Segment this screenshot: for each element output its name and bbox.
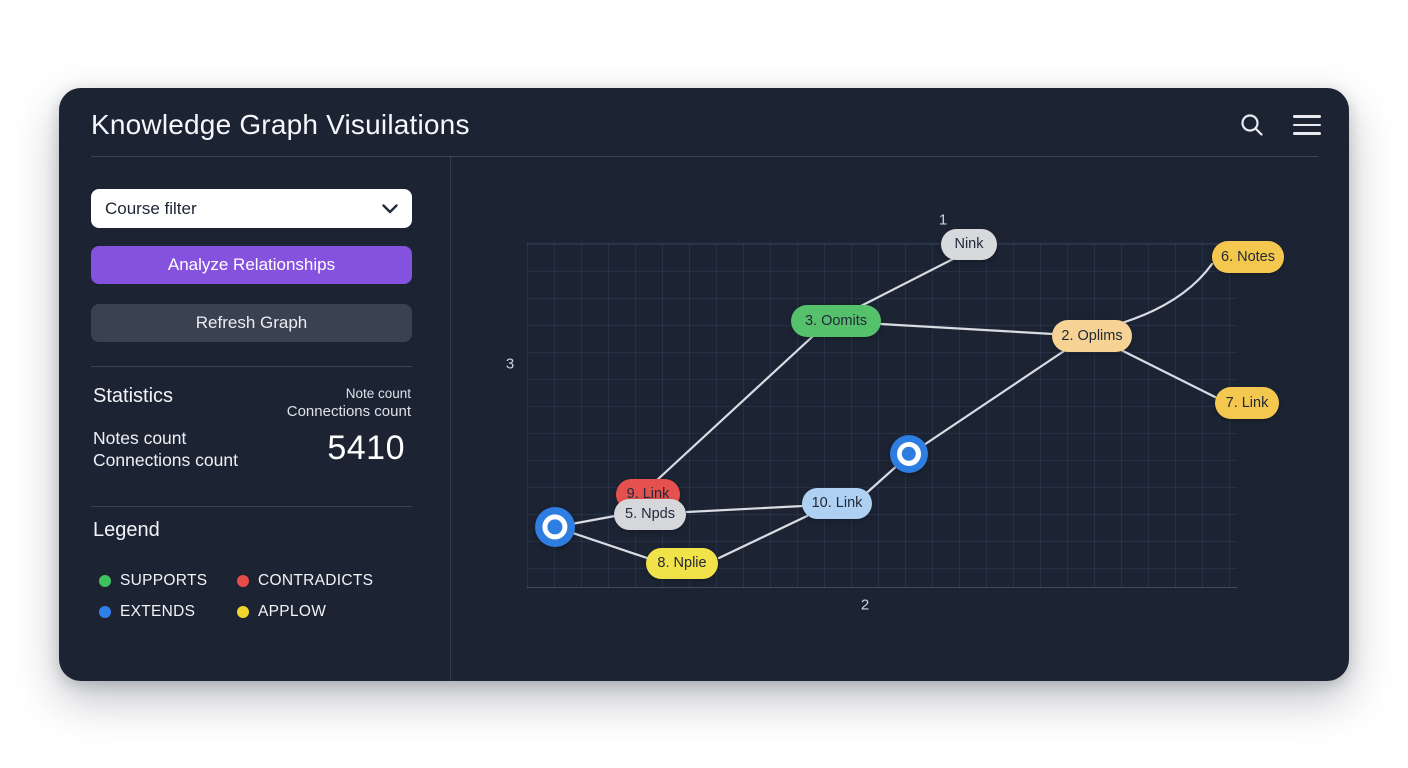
stat-small-label-1: Note count	[345, 386, 411, 401]
legend-item-label: EXTENDS	[120, 603, 196, 620]
legend-item: SUPPORTS	[99, 572, 237, 590]
graph-edge	[1120, 262, 1214, 325]
graph-node-nink[interactable]: Nink	[941, 228, 997, 260]
stat-label-notes: Notes count	[93, 428, 187, 448]
graph-node-link7[interactable]: 7. Link	[1215, 387, 1279, 419]
legend-item-label: APPLOW	[258, 603, 327, 620]
course-filter-value: Course filter	[105, 198, 197, 218]
graph-edge	[907, 349, 1066, 457]
legend-item-label: SUPPORTS	[120, 572, 208, 589]
graph-node-oplims[interactable]: 2. Oplims	[1052, 320, 1132, 352]
statistics-heading: Statistics	[93, 385, 174, 407]
legend-item: APPLOW	[237, 603, 399, 621]
graph-node-nplie[interactable]: 8. Nplie	[646, 547, 718, 579]
legend-item: CONTRADICTS	[237, 572, 399, 590]
sidebar-divider	[450, 156, 451, 681]
search-icon[interactable]	[1239, 112, 1265, 143]
legend-heading: Legend	[93, 519, 160, 541]
graph-node-oomits[interactable]: 3. Oomits	[791, 305, 881, 337]
legend-item-label: CONTRADICTS	[258, 572, 374, 589]
stat-value: 5410	[327, 429, 405, 467]
graph-edge	[1119, 348, 1217, 399]
graph-edge	[879, 322, 1055, 336]
graph-edge	[717, 514, 809, 560]
statistics-divider	[91, 366, 412, 367]
page-title: Knowledge Graph Visuilations	[91, 109, 470, 140]
legend-dot-icon	[237, 606, 249, 618]
stat-small-label-2: Connections count	[286, 403, 411, 420]
legend-dot-icon	[99, 575, 111, 587]
graph-grid	[527, 243, 1237, 588]
graph-edge	[685, 504, 805, 514]
chevron-down-icon	[382, 203, 398, 213]
legend-items: SUPPORTS CONTRADICTS EXTENDS APPLOW	[99, 572, 399, 621]
header-divider	[91, 156, 1318, 157]
legend-dot-icon	[99, 606, 111, 618]
statistics-values: Note count Connections count 5410	[93, 385, 411, 468]
analyze-relationships-button[interactable]: Analyze Relationships	[91, 246, 412, 284]
legend-divider	[91, 506, 412, 507]
graph-edge	[857, 256, 957, 309]
graph-node-npds[interactable]: 5. Npds	[614, 498, 686, 530]
legend-item: EXTENDS	[99, 603, 237, 621]
graph-edges	[553, 256, 1217, 560]
graph-edge	[654, 335, 814, 483]
statistics-labels: Notes count Connections count	[93, 427, 238, 471]
refresh-graph-button[interactable]: Refresh Graph	[91, 304, 412, 342]
stat-label-connections: Connections count	[93, 450, 238, 470]
legend-dot-icon	[237, 575, 249, 587]
graph-node-donut-a[interactable]	[535, 507, 575, 547]
graph-node-notes[interactable]: 6. Notes	[1212, 241, 1284, 273]
graph-node-donut-b[interactable]	[890, 435, 928, 473]
graph-node-link10[interactable]: 10. Link	[802, 487, 872, 519]
course-filter-dropdown[interactable]: Course filter	[91, 189, 412, 228]
app-window: Knowledge Graph Visuilations Course filt…	[59, 88, 1349, 681]
menu-icon[interactable]	[1293, 115, 1321, 135]
